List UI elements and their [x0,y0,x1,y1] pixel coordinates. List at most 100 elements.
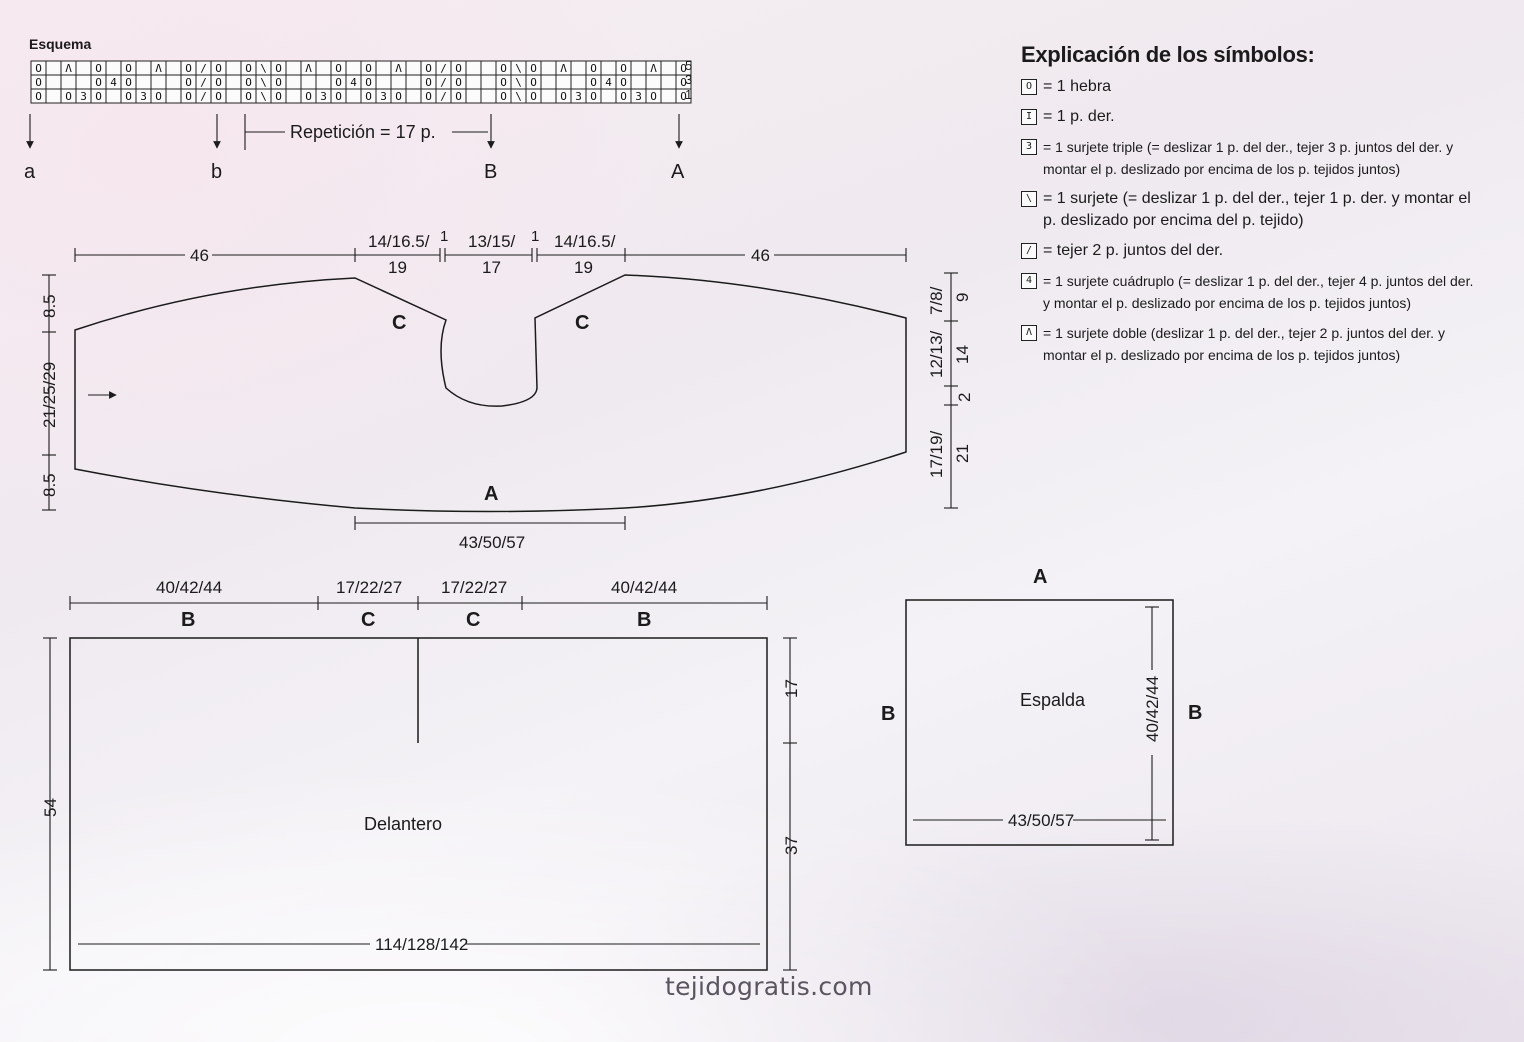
yoke-right-1b: 9 [953,293,972,302]
chart-cell [630,74,647,90]
chart-symbol: O [185,62,192,75]
yoke-seg2-top: 13/15/ [468,232,516,251]
chart-symbol: O [215,90,222,103]
yoke-sep1: 1 [440,228,448,245]
chart-cell [135,60,152,76]
chart-symbol: O [425,90,432,103]
row-number-5: 5 [685,58,692,73]
legend-item-double-decrease: Λ = 1 surjete doble (deslizar 1 p. del d… [1021,322,1481,366]
chart-symbol: O [455,90,462,103]
chart-symbol: Λ [650,62,657,75]
yoke-seg2-bottom: 17 [482,258,501,277]
legend-text: = 1 surjete doble (deslizar 1 p. del der… [1043,325,1445,363]
chart-symbol: O [650,90,657,103]
chart-symbol: / [440,62,447,75]
chart-symbol: O [560,90,567,103]
chart-symbol: O [680,90,687,103]
yoke-top-right-width: 46 [751,246,770,265]
chart-symbol: / [440,76,447,89]
chart-symbol: O [215,62,222,75]
chart-symbol: 3 [140,90,147,103]
back-label-left: B [881,703,895,725]
chart-symbol: O [395,90,402,103]
marker-a: a [24,161,36,183]
legend-text: = 1 surjete (= deslizar 1 p. del der., t… [1043,190,1471,229]
chart-cell [465,60,482,76]
symbol-legend: Explicación de los símbolos: O = 1 hebra… [1021,42,1481,374]
chart-symbol: O [680,62,687,75]
front-label-c2: C [466,609,480,631]
chart-symbol: O [125,76,132,89]
chart-symbol: O [425,76,432,89]
chart-symbol: O [530,90,537,103]
chart-symbol: O [185,90,192,103]
chart-symbol: O [455,62,462,75]
yoke-left-mid: 21/25/29 [40,362,59,428]
chart-cell [660,74,677,90]
chart-symbol: 3 [380,90,387,103]
chart-symbol: O [35,76,42,89]
chart-symbol: O [365,76,372,89]
back-piece: A B B Espalda 40/42/44 43/50/57 [881,566,1202,846]
chart-symbol: O [500,62,507,75]
chart-cell [165,88,182,104]
chart-symbol: O [305,90,312,103]
chart-cell [480,74,497,90]
chart-cell [315,74,332,90]
quadruple-decrease-symbol-icon: 4 [1021,273,1037,289]
yoke-right-4b: 21 [953,444,972,463]
chart-symbol: O [425,62,432,75]
chart-cell [285,60,302,76]
chart-cell [75,60,92,76]
k2tog-symbol-icon: / [1021,243,1037,259]
yoke-piece: 46 14/16.5/ 19 1 13/15/ 17 1 14/16.5/ 19… [40,228,974,552]
front-label-b2: B [637,609,651,631]
chart-symbol: O [65,90,72,103]
row-number-1: 1 [685,87,692,102]
yoke-right-1a: 7/8/ [927,286,946,315]
chart-symbol: O [95,62,102,75]
legend-text: = tejer 2 p. juntos del der. [1043,242,1224,259]
chart-symbol: 3 [80,90,87,103]
front-top-c1: 17/22/27 [336,578,402,597]
knit-stitch-symbol-icon: I [1021,109,1037,125]
chart-cell [315,60,332,76]
chart-cell [660,60,677,76]
chart-symbol: O [455,76,462,89]
chart-symbol: \ [260,62,267,75]
yoke-seg1-bottom: 19 [388,258,407,277]
back-height: 40/42/44 [1143,676,1162,742]
triple-decrease-symbol-icon: 3 [1021,139,1037,155]
legend-item-ssk: \ = 1 surjete (= deslizar 1 p. del der.,… [1021,188,1481,232]
chart-symbol: O [185,76,192,89]
chart-cell [645,74,662,90]
chart-symbol: Λ [560,62,567,75]
stitch-chart-row-numbers: 5 3 1 [685,58,692,102]
chart-cell [105,88,122,104]
chart-symbol: O [530,62,537,75]
chart-cell [465,88,482,104]
chart-cell [570,60,587,76]
double-decrease-symbol-icon: Λ [1021,325,1037,341]
chart-cell [135,74,152,90]
legend-text: = 1 p. der. [1043,108,1115,125]
chart-cell [225,74,242,90]
yoke-left-bottom: 8.5 [40,473,59,497]
chart-cell [345,60,362,76]
chart-cell [105,60,122,76]
chart-cell [165,60,182,76]
chart-cell [405,88,422,104]
chart-cell [540,74,557,90]
chart-symbol: / [200,76,207,89]
yoke-bottom-width: 43/50/57 [459,533,525,552]
chart-symbol: \ [260,90,267,103]
chart-symbol: \ [515,62,522,75]
chart-cell [225,60,242,76]
chart-symbol: O [335,62,342,75]
chart-symbol: O [680,76,687,89]
chart-symbol: O [500,90,507,103]
chart-markers: a b Repetición = 17 p. B A [24,114,685,183]
chart-symbol: O [245,76,252,89]
chart-symbol: \ [515,90,522,103]
